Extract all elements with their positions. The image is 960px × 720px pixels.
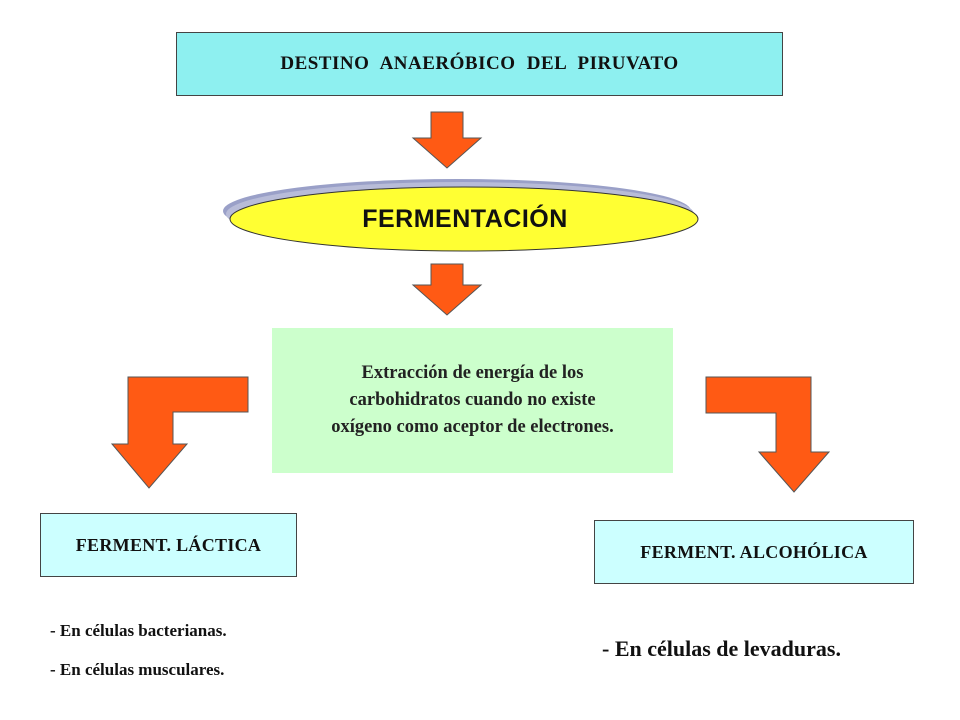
down-arrow-icon (411, 263, 483, 316)
definition-box: Extracción de energía de los carbohidrat… (272, 328, 673, 473)
title-text: DESTINO ANAERÓBICO DEL PIRUVATO (280, 53, 679, 74)
lactic-label: FERMENT. LÁCTICA (75, 534, 262, 555)
down-arrow-icon (411, 111, 483, 169)
bent-arrow-right-icon (705, 376, 831, 493)
title-box: DESTINO ANAERÓBICO DEL PIRUVATO (176, 32, 783, 96)
alcoholic-label: FERMENT. ALCOHÓLICA (640, 541, 868, 562)
alcoholic-note: - En células de levaduras. (602, 636, 841, 661)
definition-text: Extracción de energía de los carbohidrat… (331, 363, 614, 437)
fermentation-ellipse (229, 186, 699, 252)
fermentation-label: FERMENTACIÓN (362, 204, 568, 233)
alcoholic-fermentation-box: FERMENT. ALCOHÓLICA (594, 520, 914, 584)
lactic-note: - En células musculares. (50, 660, 225, 679)
lactic-fermentation-box: FERMENT. LÁCTICA (40, 513, 297, 577)
bent-arrow-left-icon (110, 376, 249, 489)
lactic-note: - En células bacterianas. (50, 621, 227, 640)
